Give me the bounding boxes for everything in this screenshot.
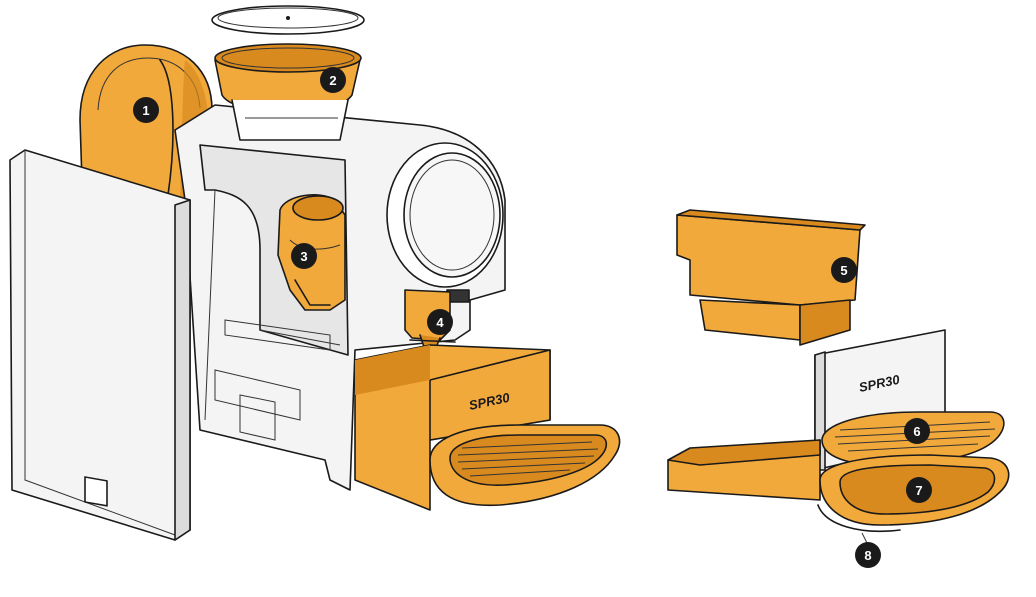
- callout-6: 6: [904, 418, 930, 444]
- side-door-panel: [9, 149, 191, 541]
- callout-1: 1: [133, 97, 159, 123]
- front-tray-assembly: SPR30: [354, 344, 621, 511]
- callout-2-label: 2: [329, 73, 336, 88]
- callout-1-label: 1: [142, 103, 149, 118]
- callout-3-label: 3: [300, 249, 307, 264]
- callout-4-label: 4: [436, 315, 444, 330]
- callout-8-label: 8: [864, 548, 871, 563]
- callout-6-label: 6: [913, 424, 920, 439]
- grounds-container: [676, 209, 866, 346]
- callout-5: 5: [831, 257, 857, 283]
- callout-4: 4: [427, 309, 453, 335]
- callout-8: 8: [855, 542, 881, 568]
- callout-3: 3: [291, 243, 317, 269]
- callout-7: 7: [906, 477, 932, 503]
- callout-2: 2: [320, 67, 346, 93]
- callout-7-label: 7: [915, 483, 922, 498]
- hopper-lid: [211, 5, 365, 35]
- callout-5-label: 5: [840, 263, 847, 278]
- bean-hopper: [214, 43, 362, 141]
